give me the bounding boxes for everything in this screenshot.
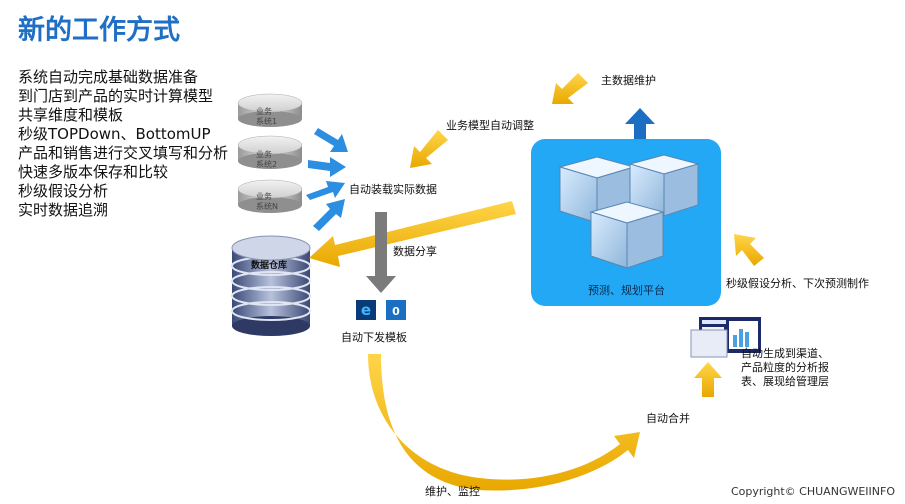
feature-item: 实时数据追溯 (18, 201, 109, 219)
merge-up-arrow (694, 362, 722, 397)
feature-item: 快速多版本保存和比较 (18, 163, 169, 181)
feature-item: 共享维度和模板 (18, 106, 124, 124)
whatif-label: 秒级假设分析、下次预测制作 (726, 277, 869, 290)
feature-item: 到门店到产品的实时计算模型 (18, 87, 214, 105)
feature-list: 系统自动完成基础数据准备 到门店到产品的实时计算模型 共享维度和模板 秒级TOP… (18, 68, 228, 220)
system-label-1: 业务 系统1 (256, 107, 277, 127)
cube-icon (628, 154, 700, 217)
report-label-line: 表、展现给管理层 (741, 375, 829, 388)
feature-item: 秒级假设分析 (18, 182, 109, 200)
curved-flow-arrow (368, 354, 640, 491)
system-disk-n (237, 179, 303, 213)
system-disk-2 (237, 135, 303, 169)
cube-icon (589, 201, 665, 269)
whatif-arrow (734, 234, 764, 266)
maintain-label: 维护、监控 (425, 485, 480, 498)
copyright: Copyright© CHUANGWEIINFO (730, 485, 895, 498)
auto-template-label: 自动下发模板 (341, 331, 407, 344)
data-warehouse-icon (231, 235, 311, 336)
svg-text:0: 0 (392, 305, 400, 318)
svg-text:e: e (361, 301, 371, 319)
warehouse-label: 数据仓库 (251, 261, 288, 271)
model-adjust-arrow (410, 130, 448, 168)
system-label-line: 业务 (256, 192, 272, 201)
system-label-line: 系统N (256, 202, 278, 211)
master-data-arrow (552, 73, 588, 104)
page-title: 新的工作方式 (18, 15, 180, 46)
report-label-line: 自动生成到渠道、 (741, 347, 829, 360)
down-arrow (366, 212, 396, 293)
system-disk-1 (237, 93, 303, 127)
outlook-icon: 0 (386, 300, 406, 320)
system-label-line: 业务 (256, 107, 272, 116)
feature-item: 秒级TOPDown、BottomUP (18, 125, 211, 143)
system-label-line: 系统2 (256, 160, 278, 169)
report-label: 自动生成到渠道、 产品粒度的分析报 表、展现给管理层 (741, 347, 829, 389)
system-label-2: 业务 系统2 (256, 150, 277, 170)
feature-item: 产品和销售进行交叉填写和分析 (18, 144, 229, 162)
platform-label: 预测、规划平台 (588, 284, 665, 297)
auto-merge-label: 自动合并 (646, 412, 690, 425)
auto-load-label: 自动装载实际数据 (349, 183, 437, 196)
blue-input-arrows (306, 128, 348, 231)
master-data-label: 主数据维护 (601, 74, 656, 87)
up-arrow (625, 108, 655, 148)
system-label-line: 业务 (256, 150, 272, 159)
system-label-n: 业务 系统N (256, 192, 278, 212)
model-adjust-label: 业务模型自动调整 (446, 119, 534, 132)
report-label-line: 产品粒度的分析报 (741, 361, 829, 374)
report-thumbnail (690, 317, 761, 358)
ie-icon: e (356, 300, 376, 320)
share-arrow (309, 201, 516, 267)
feature-item: 系统自动完成基础数据准备 (18, 68, 199, 86)
system-label-line: 系统1 (256, 117, 278, 126)
data-share-label: 数据分享 (393, 245, 437, 258)
